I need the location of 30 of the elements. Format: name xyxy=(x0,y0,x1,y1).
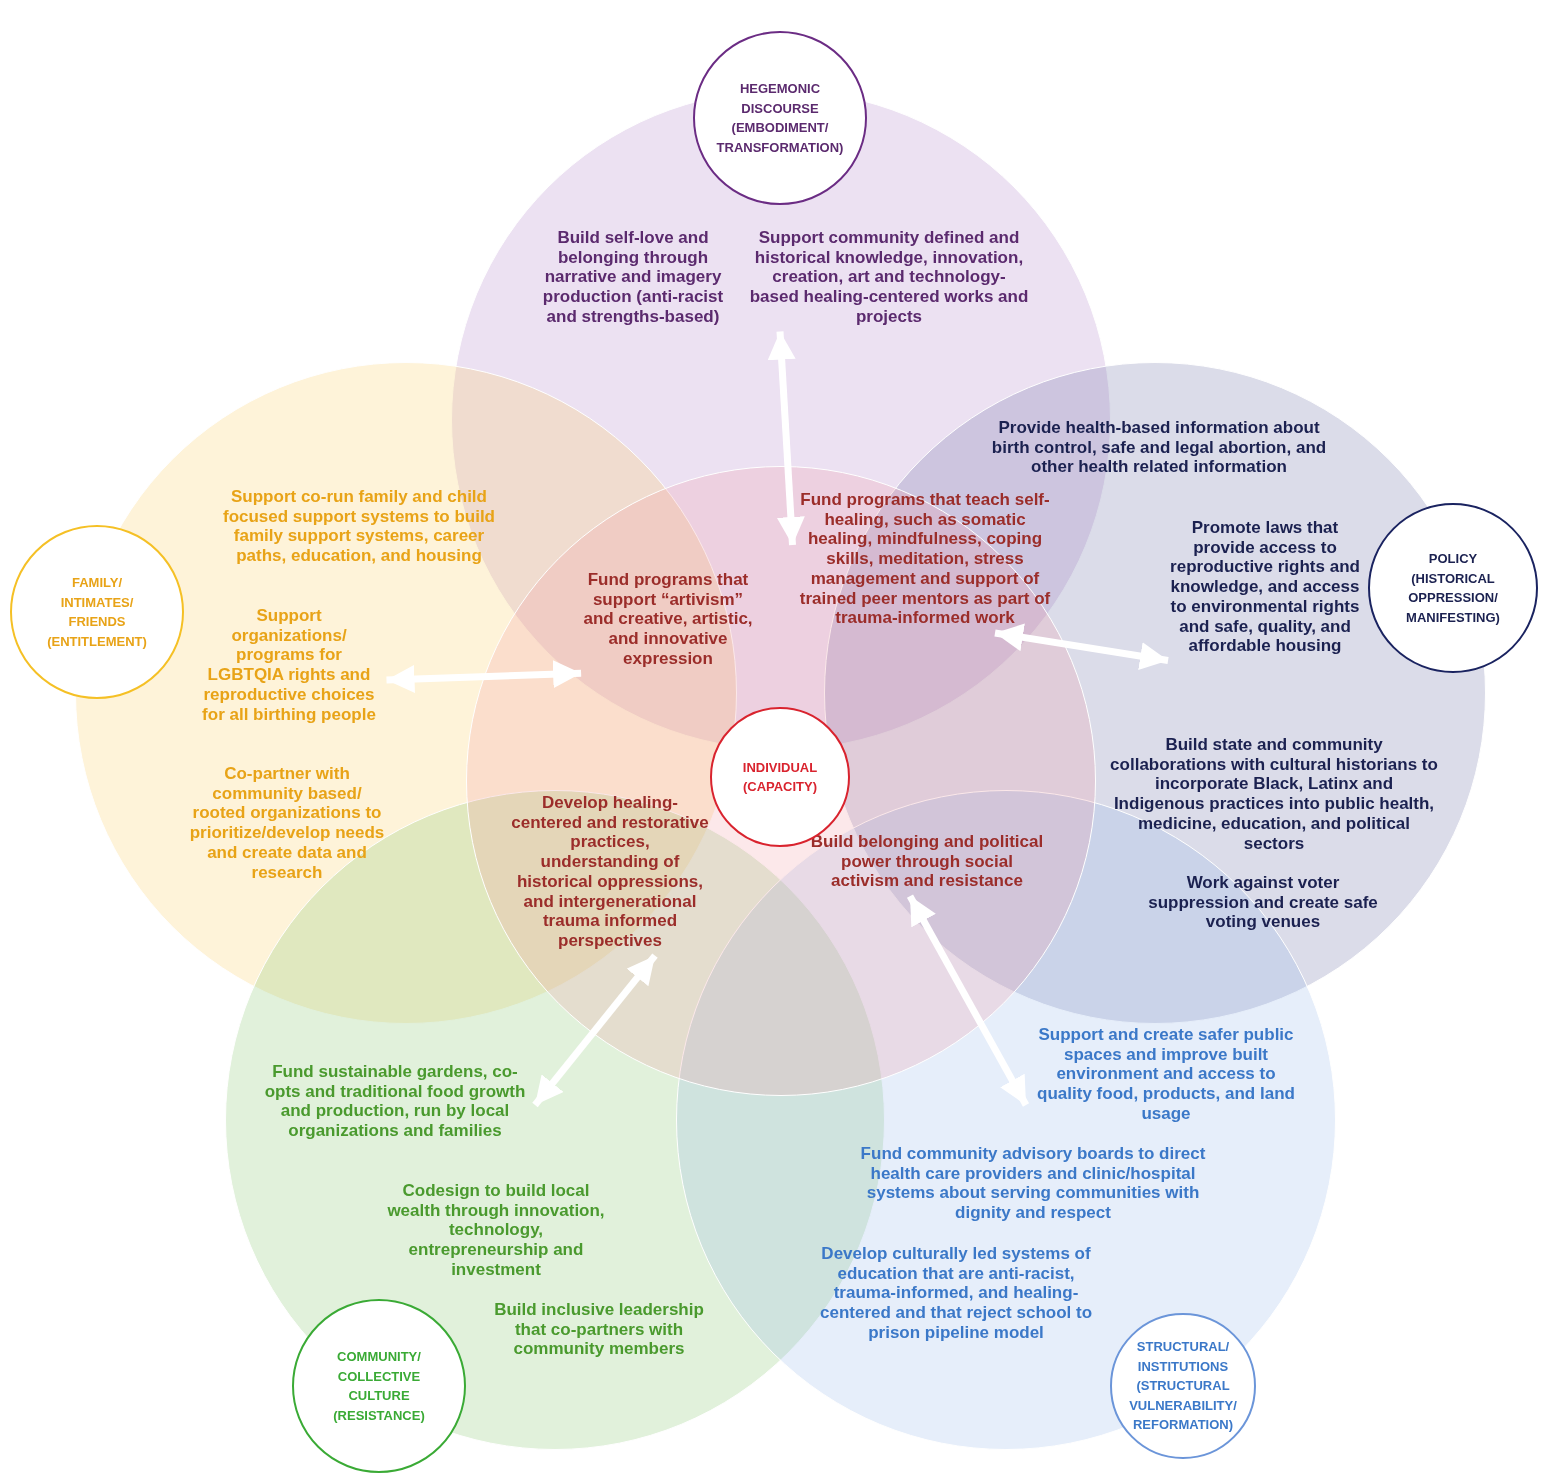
double-arrow xyxy=(906,894,1030,1107)
strategy-text: Build belonging and political power through social activism and resistance xyxy=(809,832,1045,892)
strategy-text: Support and create safer public spaces and improve built environment and access to quality food, products, and land usage xyxy=(1031,1025,1301,1124)
strategy-text: Develop healing-centered and restorative practices, understanding of historical oppressions, and intergenerational trauma informed perspectives xyxy=(510,793,710,951)
strategy-text: Fund programs that teach self-healing, such as somatic healing, mindfulness, coping skills, meditation, stress management and support of trained peer mentors as part of trauma-informed work xyxy=(797,490,1053,628)
strategy-text: Work against voter suppression and create safe voting venues xyxy=(1145,873,1381,933)
strategy-text: Support co-run family and child focused support systems to build family support systems, career paths, education, and housing xyxy=(214,487,504,566)
category-label: FAMILY/ INTIMATES/ FRIENDS (ENTITLEMENT) xyxy=(46,574,148,651)
strategy-text: Support organizations/ programs for LGBTQIA rights and reproductive choices for all birthing people xyxy=(196,606,382,725)
category-label: COMMUNITY/ COLLECTIVE CULTURE (RESISTANCE) xyxy=(332,1348,426,1425)
category-label: INDIVIDUAL (CAPACITY) xyxy=(741,758,819,796)
category-label: HEGEMONIC DISCOURSE (EMBODIMENT/ TRANSFORMATION) xyxy=(715,80,845,157)
strategy-text: Fund programs that support “artivism” and creative, artistic, and innovative expression xyxy=(583,570,753,669)
strategy-text: Fund community advisory boards to direct health care providers and clinic/hospital systems about serving communities with dignity and respect xyxy=(848,1144,1218,1223)
strategy-text: Build self-love and belonging through narrative and imagery production (anti-racist and strengths-based) xyxy=(533,228,733,327)
double-arrow xyxy=(532,953,658,1108)
strategy-text: Provide health-based information about birth control, safe and legal abortion, and other health related information xyxy=(989,418,1329,478)
strategy-text: Build state and community collaborations with cultural historians to incorporate Black, Latinx and Indigenous practices into public health, medicine, education, and political sectors xyxy=(1109,735,1439,854)
strategy-text: Codesign to build local wealth through innovation, technology, entrepreneurship and investment xyxy=(381,1181,611,1280)
double-arrow xyxy=(386,660,582,693)
double-arrow xyxy=(994,623,1169,670)
strategy-text: Promote laws that provide access to reproductive rights and knowledge, and access to environmental rights and safe, quality, and affordable housing xyxy=(1170,518,1360,656)
strategy-text: Support community defined and historical knowledge, innovation, creation, art and technology-based healing-centered works and projects xyxy=(749,228,1029,327)
double-arrow xyxy=(767,331,805,546)
strategy-text: Fund sustainable gardens, co-opts and traditional food growth and production, run by local organizations and families xyxy=(260,1062,530,1141)
strategy-text: Co-partner with community based/ rooted organizations to prioritize/develop needs and create data and research xyxy=(184,764,390,883)
strategy-text: Build inclusive leadership that co-partners with community members xyxy=(494,1300,704,1360)
category-label: POLICY (HISTORICAL OPPRESSION/ MANIFESTING) xyxy=(1405,550,1501,627)
strategy-text: Develop culturally led systems of education that are anti-racist, trauma-informed, and healing-centered and that reject school to prison pipeline model xyxy=(808,1244,1104,1343)
category-label: STRUCTURAL/ INSTITUTIONS (STRUCTURAL VULNERABILITY/ REFORMATION) xyxy=(1128,1338,1238,1435)
